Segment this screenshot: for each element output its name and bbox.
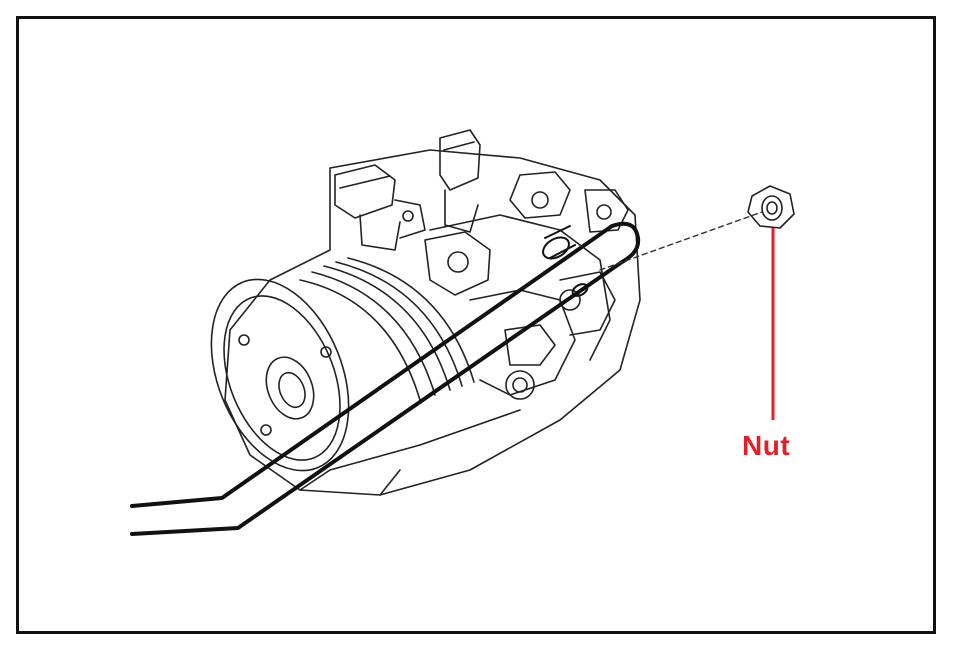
assembly-leader-line — [599, 211, 763, 271]
nut-callout-label: Nut — [742, 430, 791, 461]
compressor-icon — [210, 129, 641, 496]
refrigerant-pipe — [130, 221, 641, 536]
pipe-fitting — [542, 225, 589, 297]
nut-icon — [747, 185, 795, 229]
